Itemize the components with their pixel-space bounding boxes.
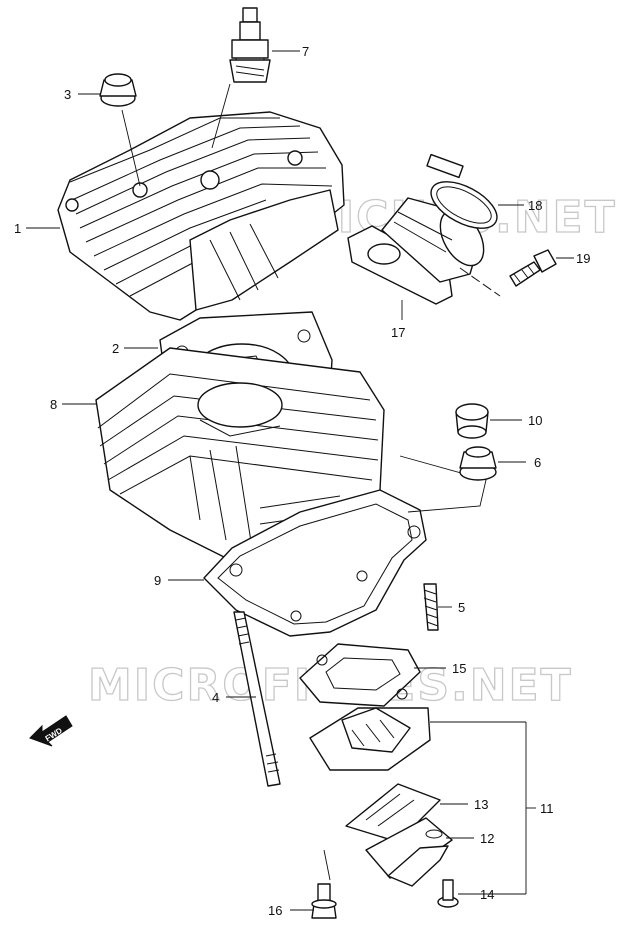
callout-12: 12 [480, 831, 494, 846]
callout-5: 5 [458, 600, 465, 615]
cylinder-head[interactable] [57, 111, 345, 321]
callout-labels: 7 3 1 2 8 18 19 17 10 6 5 9 4 15 11 13 1… [14, 44, 590, 918]
callout-6: 6 [534, 455, 541, 470]
cap-nut-6[interactable] [459, 446, 497, 481]
callout-8: 8 [50, 397, 57, 412]
dowel-pin-10[interactable] [455, 403, 489, 439]
callout-9: 9 [154, 573, 161, 588]
screw-14[interactable] [437, 879, 459, 908]
callout-19: 19 [576, 251, 590, 266]
reed-valve-gasket[interactable] [299, 643, 421, 707]
callout-7: 7 [302, 44, 309, 59]
callout-11: 11 [540, 801, 554, 816]
bolt-19[interactable] [459, 249, 557, 297]
spark-plug[interactable] [229, 7, 271, 83]
callout-13: 13 [474, 797, 488, 812]
callout-2: 2 [112, 341, 119, 356]
callout-3: 3 [64, 87, 71, 102]
bolt-16[interactable] [311, 883, 337, 919]
callout-16: 16 [268, 903, 282, 918]
reed-valve[interactable] [309, 707, 431, 771]
cylinder[interactable] [95, 347, 385, 561]
leader-lines [26, 50, 574, 911]
reed-stopper[interactable] [365, 817, 453, 887]
reed-plate[interactable] [345, 783, 441, 843]
callout-1: 1 [14, 221, 21, 236]
callout-10: 10 [528, 413, 542, 428]
stud-bolt-5[interactable] [423, 583, 439, 631]
forward-arrow-icon: FWD [29, 715, 73, 747]
callout-4: 4 [212, 690, 219, 705]
hose-clamp[interactable] [424, 153, 504, 238]
callout-17: 17 [391, 325, 405, 340]
callout-18: 18 [528, 198, 542, 213]
base-gasket[interactable] [203, 489, 427, 637]
callout-15: 15 [452, 661, 466, 676]
callout-14: 14 [480, 887, 494, 902]
cap-nut-3[interactable] [99, 73, 137, 107]
stud-bolt-4[interactable] [233, 611, 281, 787]
